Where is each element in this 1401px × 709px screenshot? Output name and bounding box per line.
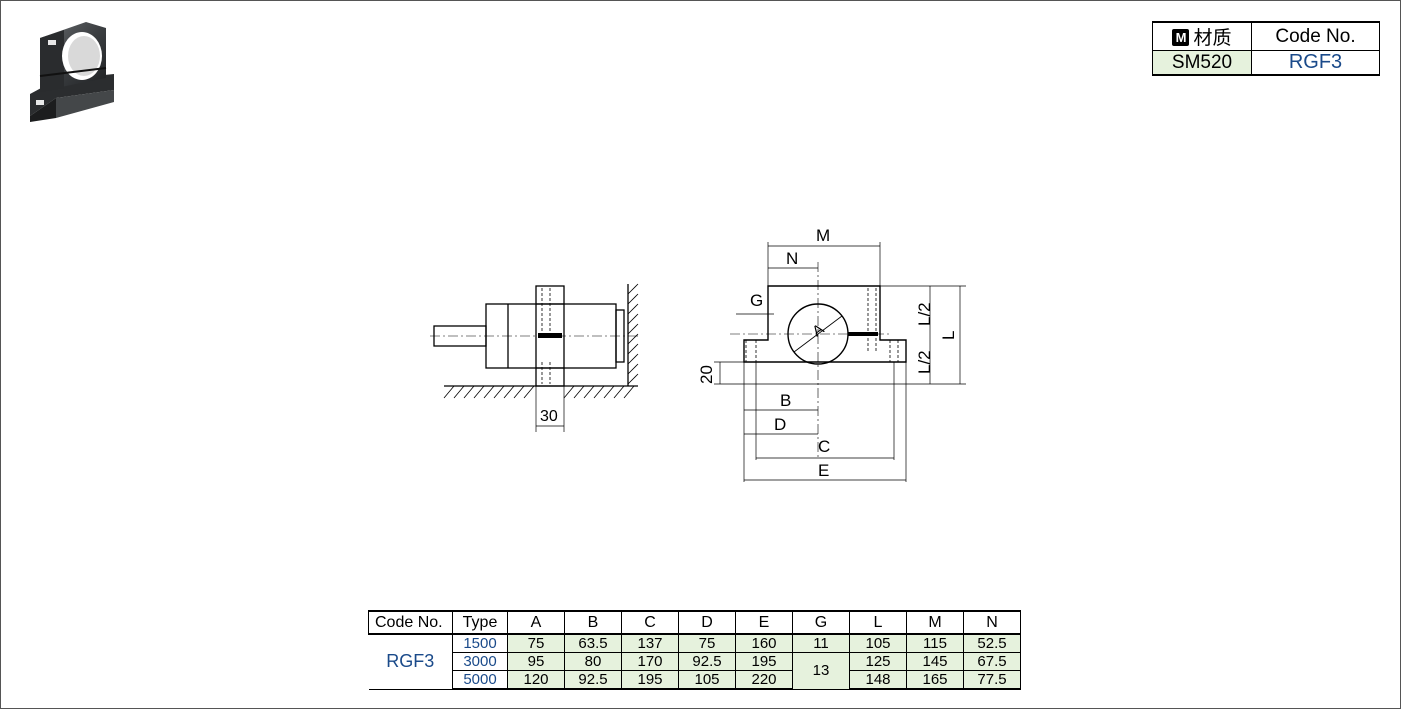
cell-L: 125 <box>849 652 907 671</box>
cell-M: 115 <box>906 633 964 653</box>
header-E: E <box>735 610 793 635</box>
header-L: L <box>849 610 907 635</box>
cell-M: 145 <box>906 652 964 671</box>
material-icon: M <box>1172 29 1190 46</box>
cell-B: 80 <box>564 652 622 671</box>
cell-E: 220 <box>735 670 793 690</box>
header-code-no: Code No. <box>368 610 453 635</box>
cell-B: 92.5 <box>564 670 622 690</box>
dim-G-label: G <box>750 291 763 310</box>
cell-N: 52.5 <box>963 633 1021 653</box>
header-N: N <box>963 610 1021 635</box>
header-G: G <box>792 610 850 635</box>
dim-A-label: A <box>809 321 827 341</box>
type-cell: 1500 <box>452 633 508 653</box>
material-value: SM520 <box>1152 50 1252 76</box>
table-row: 5000 120 92.5 195 105 220 148 165 77.5 <box>369 670 1021 690</box>
dim-L-half-top-label: L/2 <box>915 302 934 326</box>
header-A: A <box>507 610 565 635</box>
type-cell: 5000 <box>452 670 508 690</box>
cell-B: 63.5 <box>564 633 622 653</box>
front-view-drawing: A M N G B D C E 20 L L/2 L/2 <box>697 226 966 482</box>
dim-L-label: L <box>939 331 958 340</box>
cell-E: 160 <box>735 633 793 653</box>
cell-L: 105 <box>849 633 907 653</box>
material-header-label: 材质 <box>1193 28 1232 49</box>
dim-D-label: D <box>774 415 786 434</box>
header-B: B <box>564 610 622 635</box>
cell-N: 67.5 <box>963 652 1021 671</box>
dim-N-label: N <box>786 249 798 268</box>
cell-M: 165 <box>906 670 964 690</box>
code-header: Code No. <box>1251 21 1380 51</box>
cell-D: 92.5 <box>678 652 736 671</box>
header-D: D <box>678 610 736 635</box>
dim-E-label: E <box>818 461 829 480</box>
header-M: M <box>906 610 964 635</box>
code-cell: RGF3 <box>368 633 453 690</box>
cell-A: 120 <box>507 670 565 690</box>
dim-20-label: 20 <box>697 365 716 384</box>
cell-A: 95 <box>507 652 565 671</box>
product-photo <box>30 22 114 122</box>
cell-E: 195 <box>735 652 793 671</box>
cell-A: 75 <box>507 633 565 653</box>
table-row: RGF3 1500 75 63.5 137 75 160 11 105 115 … <box>368 633 1021 690</box>
cell-C: 195 <box>621 670 679 690</box>
code-value: RGF3 <box>1251 50 1380 76</box>
cell-C: 137 <box>621 633 679 653</box>
side-view-drawing: 30 <box>430 283 640 432</box>
header-type: Type <box>452 610 508 635</box>
cell-D: 75 <box>678 633 736 653</box>
table-row: 3000 95 80 170 92.5 195 13 125 145 67.5 <box>369 652 1021 690</box>
cell-G: 13 <box>792 652 850 690</box>
spec-table: Code No. Type A B C D E G L M N RGF3 150… <box>368 610 1021 690</box>
dim-B-label: B <box>780 391 791 410</box>
type-cell: 3000 <box>452 652 508 671</box>
dim-30-label: 30 <box>540 408 558 425</box>
cell-D: 105 <box>678 670 736 690</box>
dim-L-half-bottom-label: L/2 <box>915 350 934 374</box>
cell-N: 77.5 <box>963 670 1021 690</box>
dim-M-label: M <box>816 226 830 245</box>
cell-G: 11 <box>792 633 850 653</box>
cell-L: 148 <box>849 670 907 690</box>
cell-C: 170 <box>621 652 679 671</box>
dim-C-label: C <box>818 437 830 456</box>
header-C: C <box>621 610 679 635</box>
